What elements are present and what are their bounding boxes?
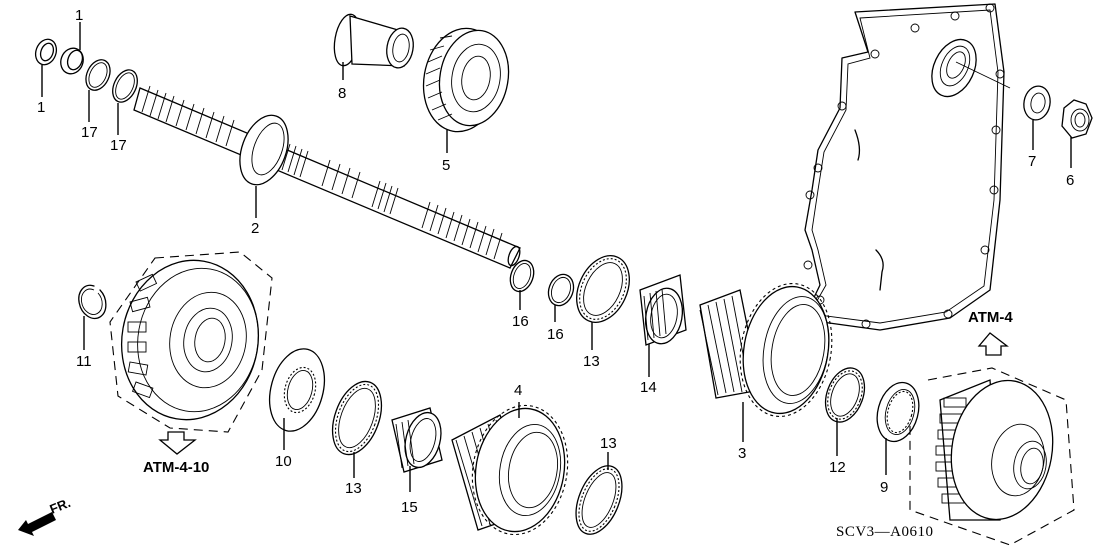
thrust-bearing-part-12	[824, 367, 866, 423]
splined-washer-part-10	[268, 348, 326, 432]
callout-8: 8	[338, 85, 346, 102]
gasket	[803, 3, 1011, 331]
callout-16b: 16	[547, 326, 564, 343]
callout-5: 5	[442, 157, 450, 174]
callout-13-lower: 13	[600, 435, 617, 452]
needle-bearing-part-14	[639, 274, 687, 346]
callout-13-middle: 13	[345, 480, 362, 497]
reference-atm-4-10[interactable]: ATM-4-10	[143, 431, 209, 476]
splined-washer-part-9	[876, 381, 920, 443]
gear-part-4	[451, 404, 569, 536]
front-direction-indicator: FR.	[18, 495, 73, 536]
snap-ring-part-11	[78, 284, 107, 320]
helical-gear-part-5	[422, 27, 510, 133]
washer-part-17a	[85, 59, 111, 91]
shim-part-16b	[547, 273, 575, 307]
callout-14: 14	[640, 379, 657, 396]
ring-part-1b	[60, 47, 84, 75]
callout-1-upper: 1	[75, 7, 83, 24]
reference-atm-4-10-label[interactable]: ATM-4-10	[143, 459, 209, 476]
washer-part-7	[1023, 85, 1051, 121]
callout-11: 11	[76, 353, 92, 370]
clutch-drum-right	[909, 367, 1075, 546]
reference-atm-4-label[interactable]: ATM-4	[968, 309, 1013, 326]
thrust-bearing-part-13-lower	[575, 465, 623, 535]
shim-part-16a	[509, 259, 535, 293]
callout-15: 15	[401, 499, 418, 516]
callout-1-lower: 1	[37, 99, 45, 116]
leader-lines	[41, 22, 1072, 492]
callout-12: 12	[829, 459, 846, 476]
gear-hub-part-3	[699, 283, 833, 417]
callout-17a: 17	[81, 124, 98, 141]
thrust-bearing-part-13-upper	[576, 255, 630, 323]
shaft-part-2	[133, 85, 521, 269]
needle-bearing-part-15	[391, 407, 443, 473]
washer-part-17b	[112, 69, 138, 103]
callout-9: 9	[880, 479, 888, 496]
callout-7: 7	[1028, 153, 1036, 170]
clutch-drum-left	[109, 251, 273, 433]
sleeve-part-8	[333, 13, 414, 69]
callout-6: 6	[1066, 172, 1074, 189]
thrust-bearing-part-13-middle	[331, 380, 383, 456]
arrow-up-icon	[977, 332, 1009, 356]
lock-nut-part-6	[1061, 99, 1093, 139]
ring-part-1a	[34, 38, 58, 66]
callout-10: 10	[275, 453, 292, 470]
front-arrow-icon	[18, 512, 56, 536]
diagram-code: SCV3—A0610	[836, 524, 934, 540]
callout-labels: 1 1 17 17 2 8 5 7 6 16 16 13 14 11 10 13…	[37, 7, 1074, 516]
arrow-down-icon	[158, 431, 197, 455]
front-direction-label: FR.	[48, 495, 73, 517]
callout-3: 3	[738, 445, 746, 462]
callout-13-upper: 13	[583, 353, 600, 370]
callout-17b: 17	[110, 137, 127, 154]
reference-atm-4[interactable]: ATM-4	[968, 309, 1013, 356]
callout-4: 4	[514, 382, 522, 399]
callout-2: 2	[251, 220, 259, 237]
callout-16a: 16	[512, 313, 529, 330]
